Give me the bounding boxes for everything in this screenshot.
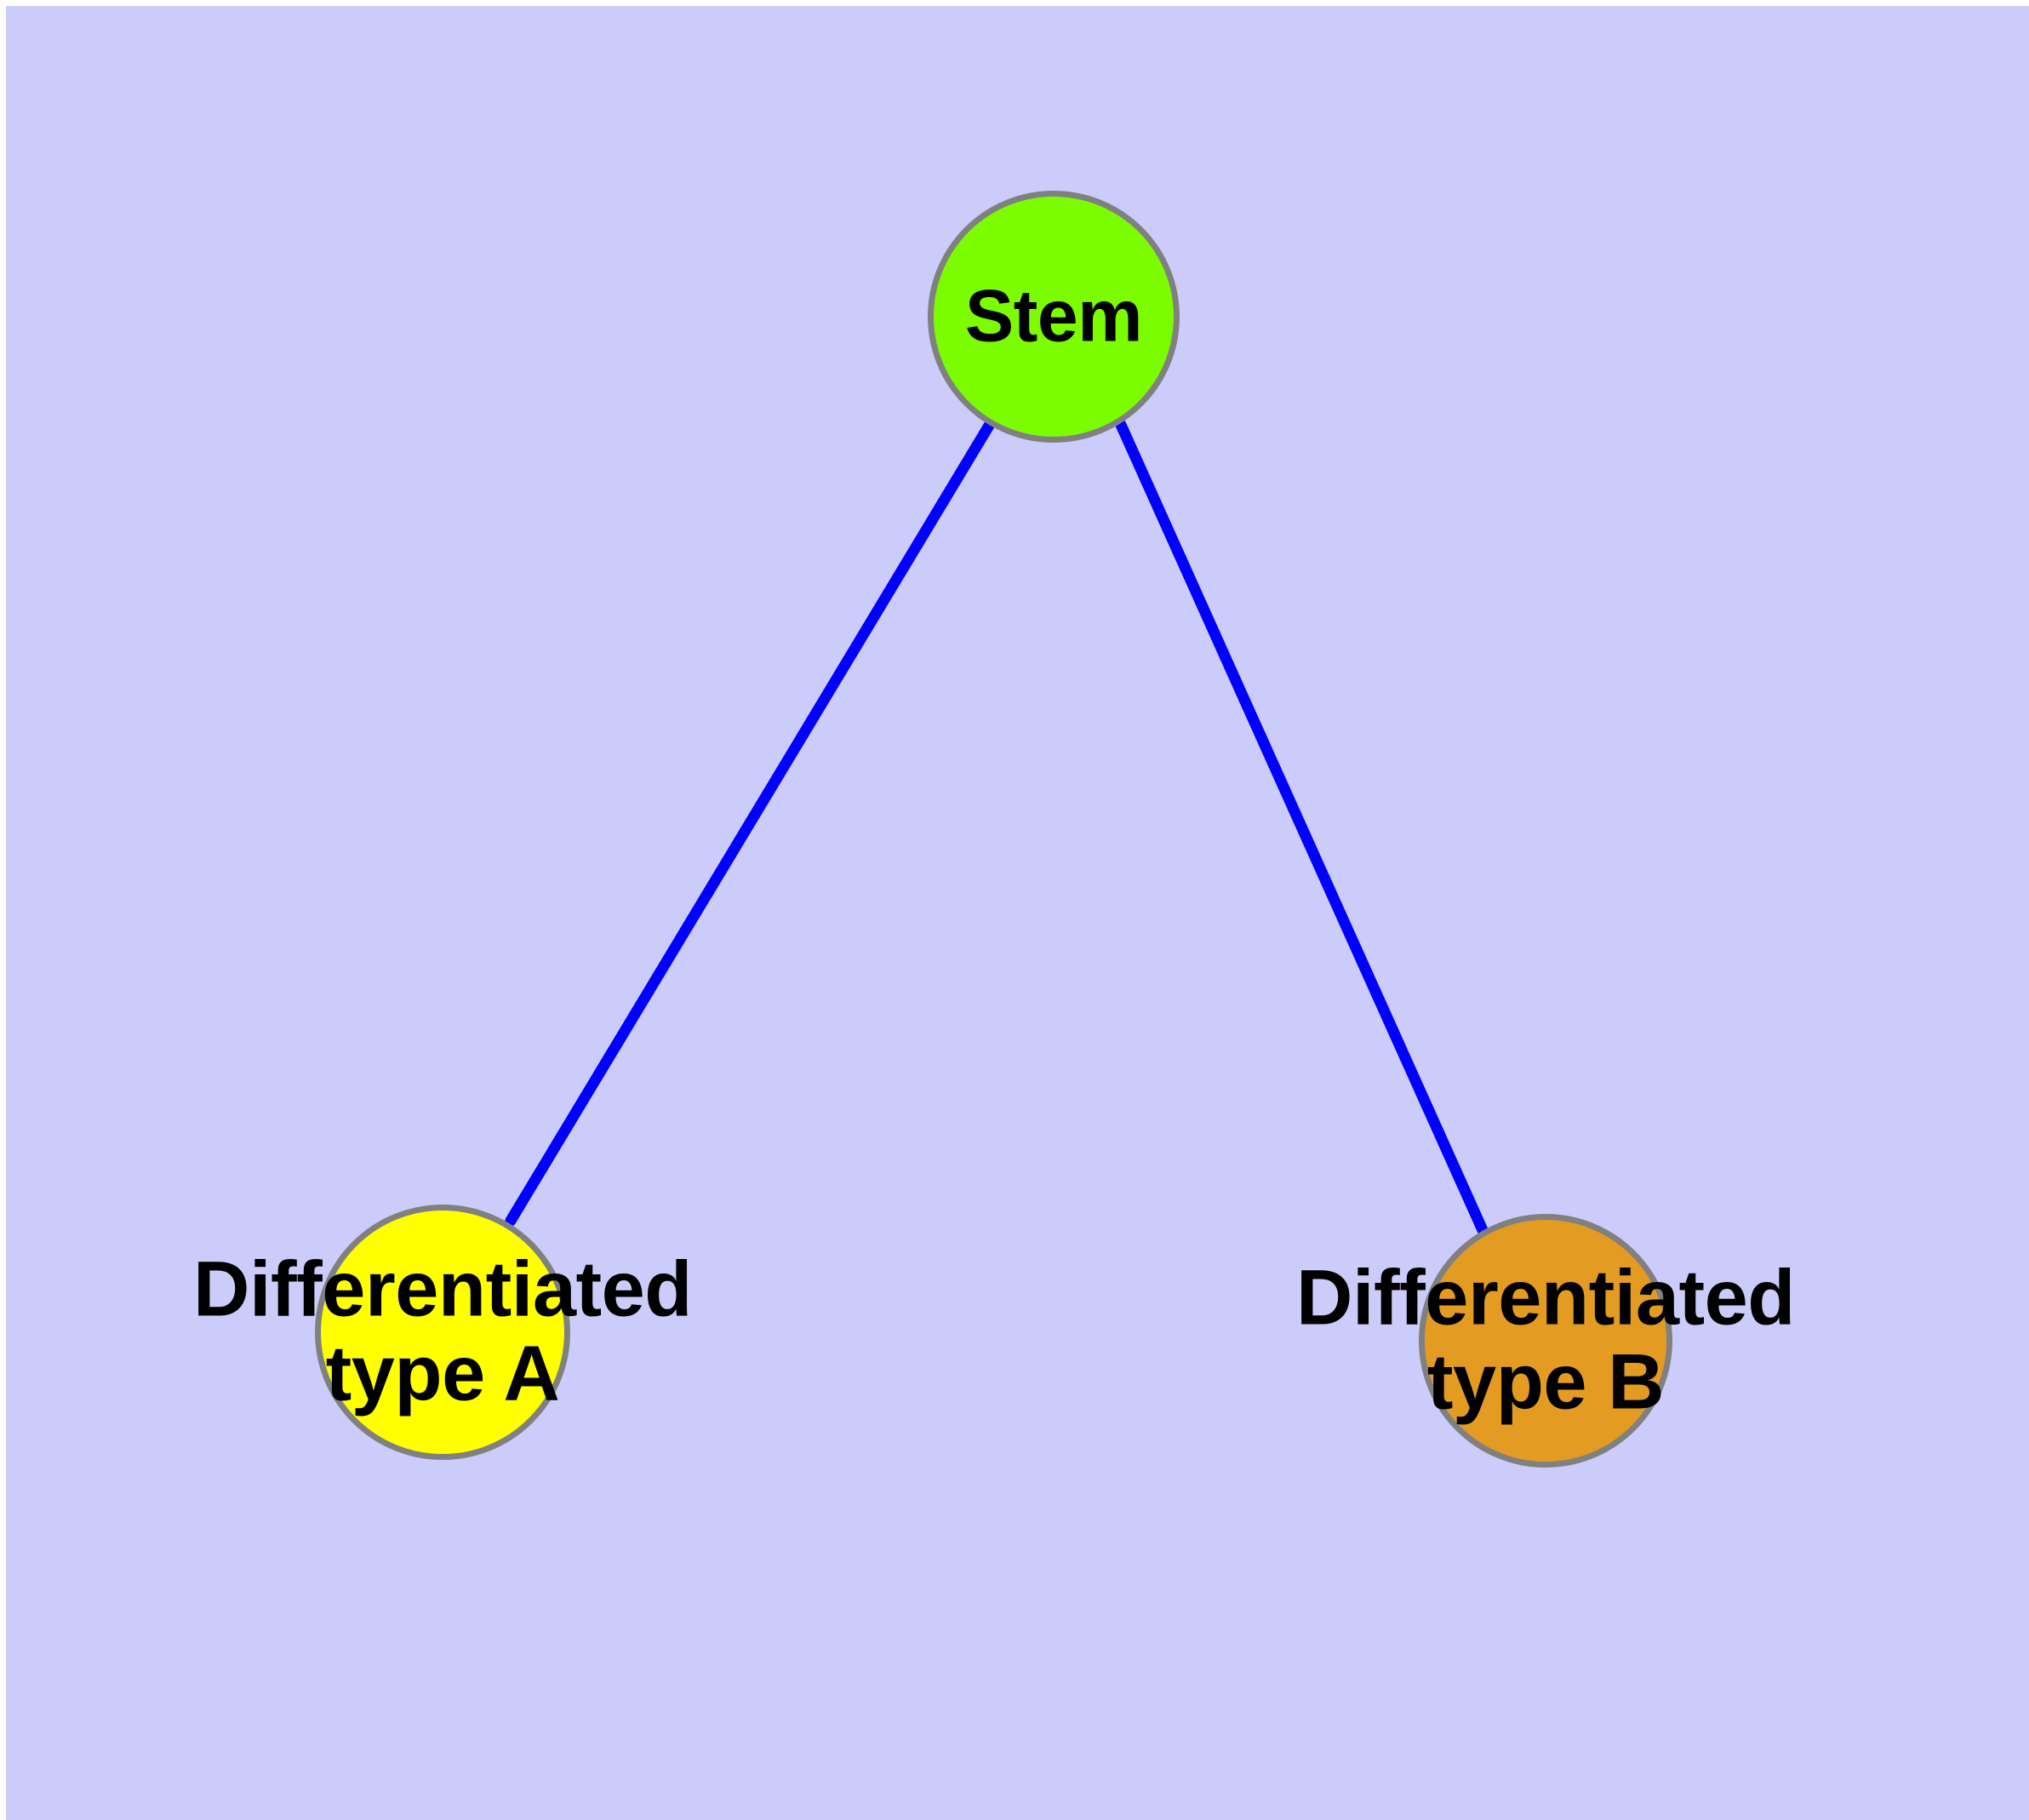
node-differentiated-type-a[interactable] bbox=[315, 1205, 570, 1460]
node-differentiated-type-b[interactable] bbox=[1419, 1214, 1672, 1468]
node-stem[interactable] bbox=[928, 191, 1180, 443]
